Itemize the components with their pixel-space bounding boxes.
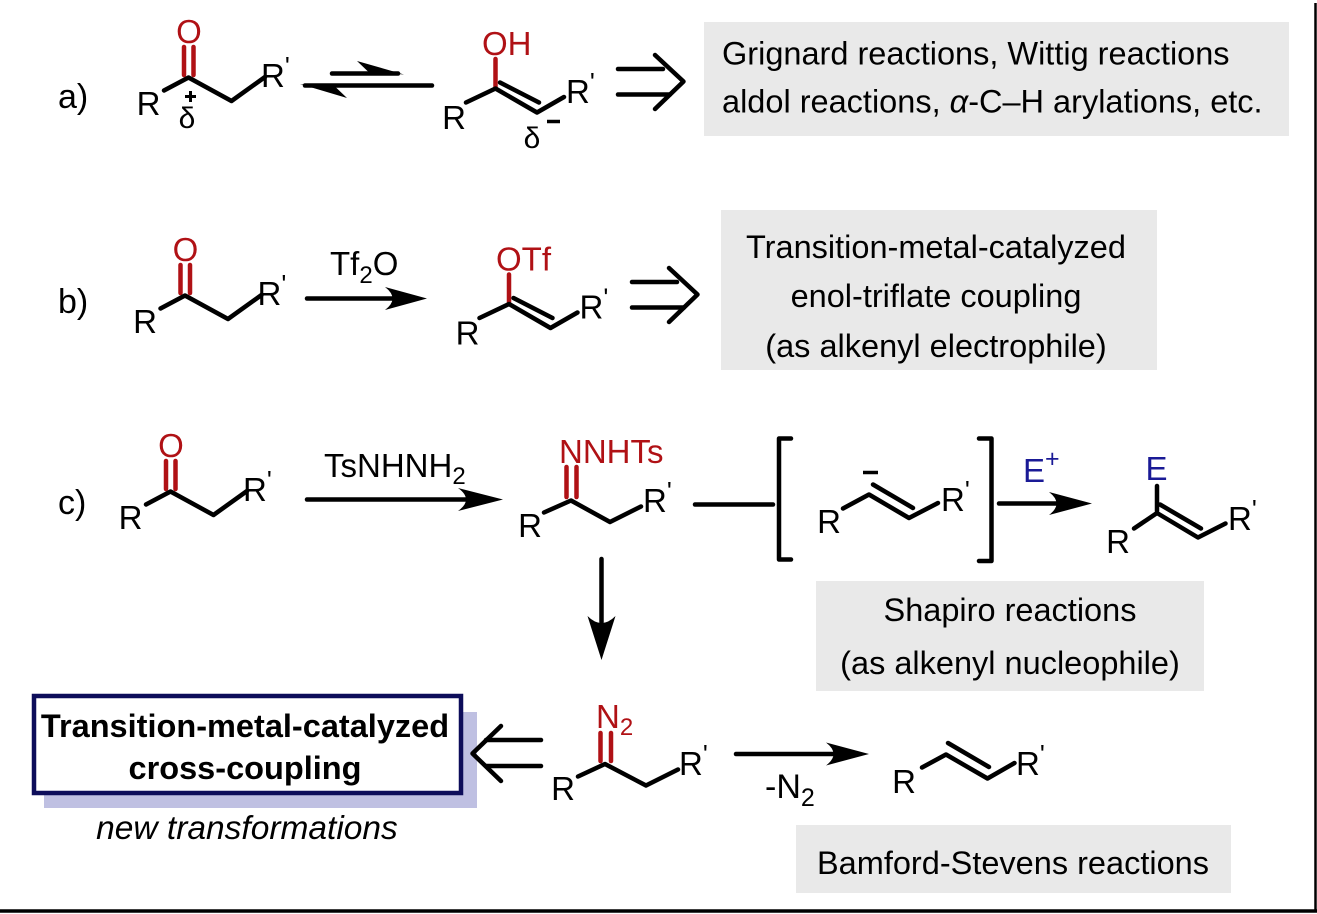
svg-text:R': R' — [258, 269, 287, 312]
svg-text:NNHTs: NNHTs — [559, 433, 664, 470]
svg-text:R': R' — [243, 465, 272, 508]
svg-text:b): b) — [58, 283, 88, 321]
svg-text:Bamford-Stevens reactions: Bamford-Stevens reactions — [817, 845, 1209, 881]
svg-text:δ: δ — [524, 122, 541, 155]
svg-text:R: R — [518, 507, 542, 544]
svg-text:R': R' — [1016, 739, 1045, 782]
svg-text:(as alkenyl electrophile): (as alkenyl electrophile) — [765, 328, 1106, 364]
svg-text:Grignard reactions, Wittig rea: Grignard reactions, Wittig reactions — [722, 36, 1230, 72]
svg-text:R: R — [137, 85, 161, 122]
svg-text:R': R' — [261, 51, 290, 94]
svg-text:Shapiro reactions: Shapiro reactions — [884, 592, 1137, 628]
svg-text:(as alkenyl nucleophile): (as alkenyl nucleophile) — [840, 645, 1180, 681]
svg-text:E+: E+ — [1023, 445, 1060, 489]
svg-text:R: R — [1106, 523, 1130, 560]
svg-text:O: O — [158, 427, 184, 464]
svg-text:R': R' — [566, 67, 595, 110]
svg-text:R: R — [442, 99, 466, 136]
svg-text:R: R — [133, 303, 157, 340]
svg-text:R': R' — [580, 283, 609, 326]
svg-text:O: O — [176, 13, 202, 50]
svg-text:R': R' — [941, 475, 970, 518]
svg-text:R': R' — [679, 739, 708, 782]
svg-text:aldol reactions, α-C–H arylati: aldol reactions, α-C–H arylations, etc. — [722, 84, 1263, 120]
svg-text:δ: δ — [179, 102, 196, 135]
svg-text:Tf2O: Tf2O — [330, 245, 398, 289]
svg-text:enol-triflate coupling: enol-triflate coupling — [791, 278, 1082, 314]
svg-text:R: R — [456, 315, 480, 352]
svg-text:OTf: OTf — [496, 241, 552, 278]
svg-text:R: R — [551, 770, 575, 807]
svg-text:-N2: -N2 — [765, 768, 815, 812]
svg-text:TsNHNH2: TsNHNH2 — [324, 447, 466, 490]
svg-text:O: O — [173, 231, 199, 268]
svg-text:R: R — [817, 503, 841, 540]
svg-text:R: R — [892, 763, 916, 800]
svg-text:R: R — [119, 499, 143, 536]
svg-text:cross-coupling: cross-coupling — [129, 750, 362, 786]
svg-text:OH: OH — [482, 25, 532, 62]
svg-text:Transition-metal-catalyzed: Transition-metal-catalyzed — [41, 708, 449, 744]
svg-text:c): c) — [58, 484, 86, 522]
svg-text:R': R' — [1228, 494, 1257, 537]
svg-text:E: E — [1145, 450, 1167, 487]
svg-text:new transformations: new transformations — [96, 810, 398, 847]
svg-text:Transition-metal-catalyzed: Transition-metal-catalyzed — [746, 229, 1126, 265]
svg-text:a): a) — [58, 78, 88, 116]
svg-text:R': R' — [643, 476, 672, 519]
